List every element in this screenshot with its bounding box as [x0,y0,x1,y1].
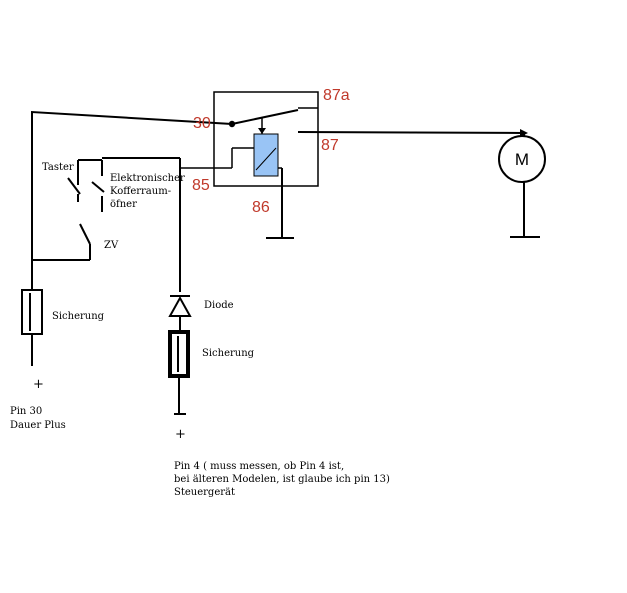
label-pin4-line3: Steuergerät [174,487,235,498]
taster-switch [67,157,181,292]
fuse-right [168,330,190,415]
label-pin4-line1: Pin 4 ( muss messen, ob Pin 4 ist, [174,461,344,472]
label-kofferraum: Kofferraum- [110,186,171,197]
pin-label-86: 86 [252,199,270,216]
label-pin30-line2: Dauer Plus [10,420,66,431]
label-zv: ZV [104,240,119,251]
pin-label-87: 87 [321,137,339,154]
label-pin4-line2: bei älteren Modelen, ist glaube ich pin … [174,474,390,485]
label-taster: Taster [42,162,74,173]
label-plus-right: + [175,427,186,442]
relay-coil [253,133,279,177]
label-oefner: öfner [110,199,137,210]
wire-pin30-feed [31,110,233,290]
relay [180,91,319,239]
diode-symbol [168,295,192,332]
pin-label-85: 85 [192,177,210,194]
motor-symbol: M [498,135,546,238]
label-diode: Diode [204,300,234,311]
label-plus-left: + [33,377,44,392]
label-elektronischer: Elektronischer [110,173,185,184]
zv-switch [32,223,91,261]
pin-label-30: 30 [193,115,211,132]
fuse-left [21,289,43,366]
label-sicherung-left: Sicherung [52,311,105,322]
wire-87-to-motor [297,129,528,137]
pin-label-87a: 87a [323,87,350,104]
label-pin30-line1: Pin 30 [10,406,42,417]
label-sicherung-right: Sicherung [202,348,255,359]
motor-label: M [515,150,529,169]
